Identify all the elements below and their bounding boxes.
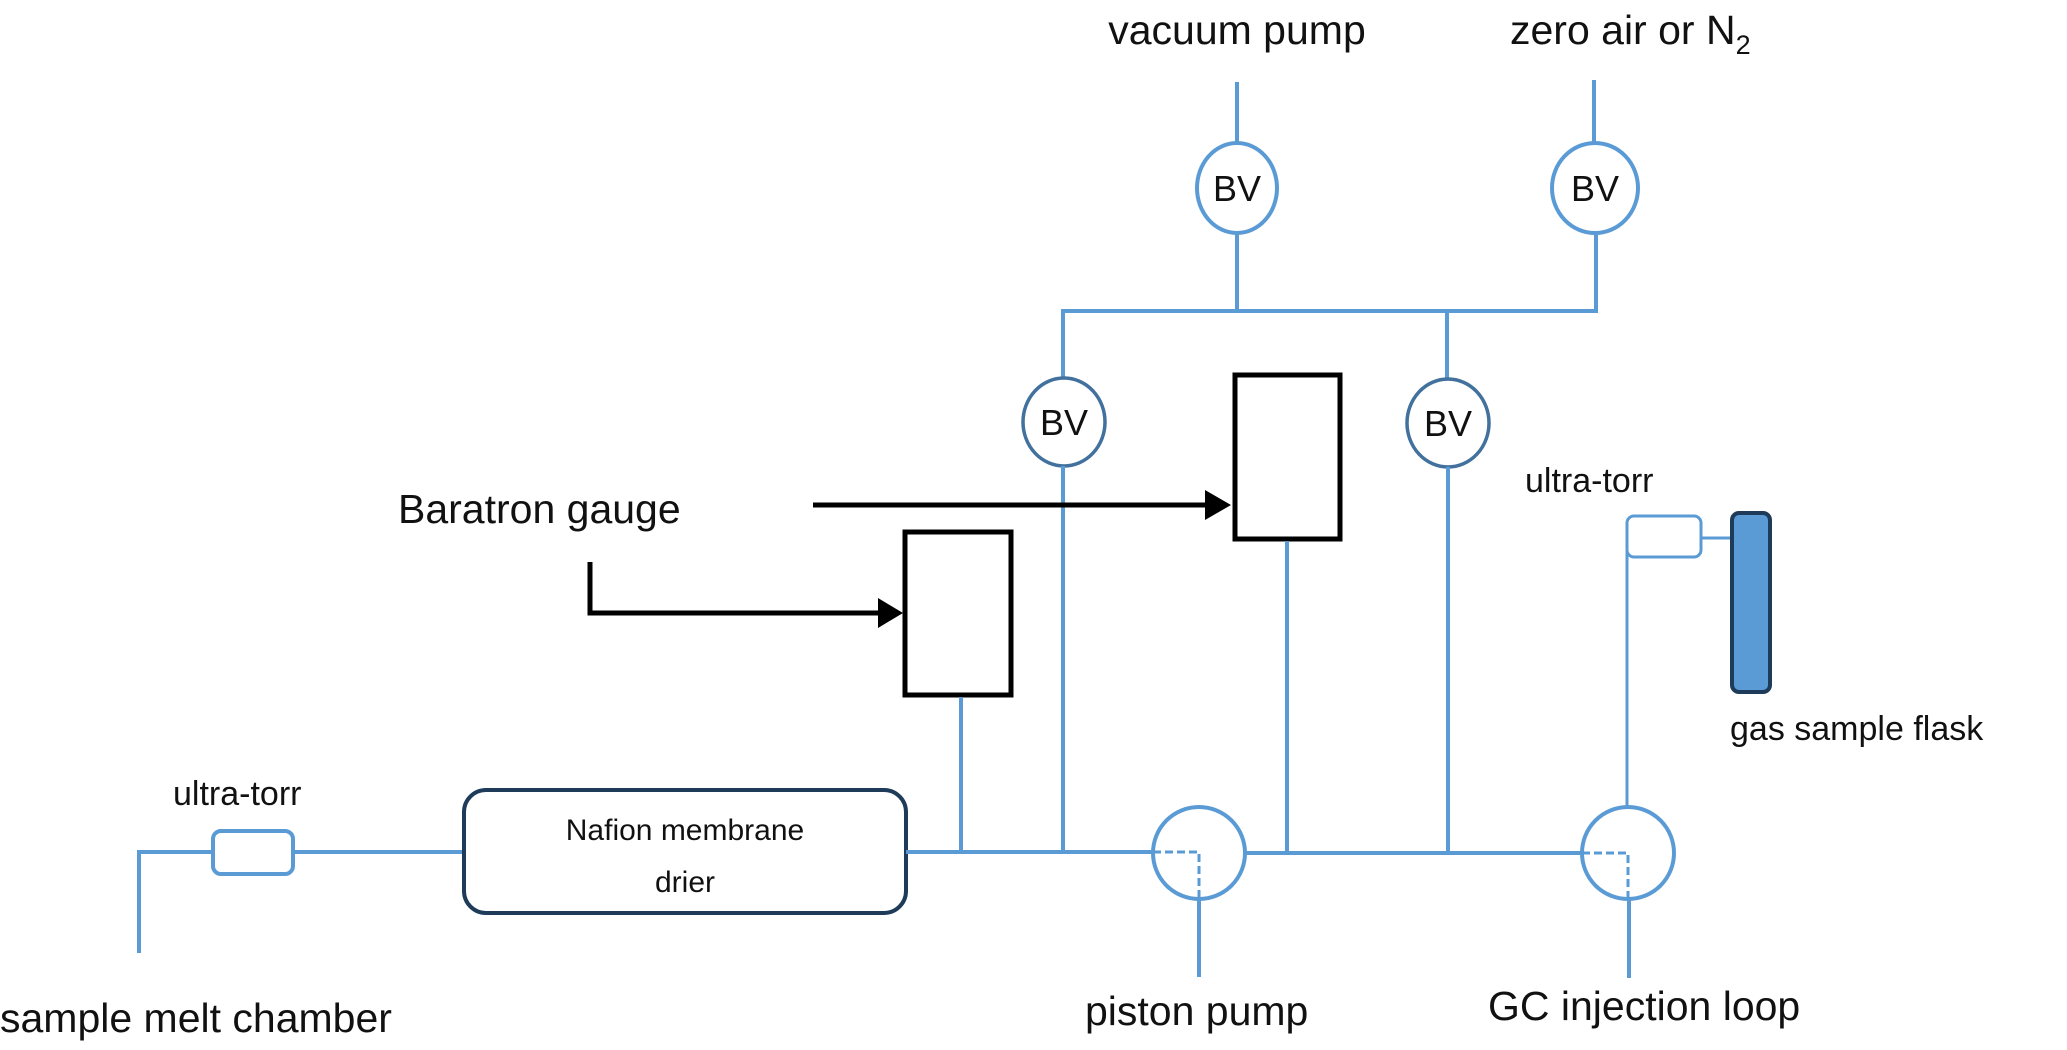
baratron-gauge-1	[902, 529, 1014, 698]
gas-sample-flask	[1730, 511, 1772, 694]
pipe-zero-air-to-manifold	[1063, 234, 1598, 313]
baratron-gauge-2	[1232, 372, 1343, 542]
valve-gc-injection[interactable]	[1580, 805, 1676, 901]
valve-flow-path	[1153, 850, 1201, 899]
label-ultra-torr-right: ultra-torr	[1525, 462, 1653, 500]
valve-label: BV	[1571, 168, 1619, 209]
arrowhead-icon	[1205, 490, 1231, 520]
label-zero-air-subscript: 2	[1736, 30, 1751, 60]
valve-bv-left[interactable]: BV	[1021, 376, 1107, 468]
valve-label: BV	[1424, 403, 1472, 444]
valve-circle	[1550, 141, 1640, 235]
ultra-torr-right	[1625, 514, 1703, 559]
arrow-to-gauge-1	[587, 562, 903, 628]
valve-flow-path	[1582, 851, 1630, 899]
label-zero-air-main: zero air or N	[1510, 7, 1736, 53]
valve-bv-vacuum[interactable]: BV	[1195, 141, 1279, 235]
valve-circle	[1195, 141, 1279, 235]
drier-label-line2: drier	[655, 866, 715, 899]
label-zero-air: zero air or N2	[1510, 7, 1751, 60]
valve-bv-zero-air[interactable]: BV	[1550, 141, 1640, 235]
label-gas-sample-flask: gas sample flask	[1730, 710, 1984, 748]
label-gc-injection-loop: GC injection loop	[1488, 983, 1800, 1029]
drier-label-line1: Nafion membrane	[566, 814, 804, 847]
label-sample-melt-chamber: sample melt chamber	[0, 995, 392, 1041]
arrowhead-icon	[878, 598, 903, 628]
label-ultra-torr-left: ultra-torr	[173, 775, 301, 813]
nafion-membrane-drier: Nafion membrane drier	[462, 788, 908, 915]
label-vacuum-pump: vacuum pump	[1108, 7, 1366, 53]
valve-bv-right[interactable]: BV	[1405, 377, 1491, 469]
valve-piston-pump[interactable]	[1151, 805, 1247, 901]
label-baratron-gauge: Baratron gauge	[398, 486, 681, 532]
valve-label: BV	[1040, 402, 1088, 443]
arrow-to-gauge-2	[813, 490, 1231, 520]
valve-label: BV	[1213, 168, 1261, 209]
label-piston-pump: piston pump	[1085, 988, 1308, 1034]
arrow-shaft	[587, 562, 880, 616]
ultra-torr-left	[211, 829, 295, 876]
pipe-melt-chamber	[137, 850, 213, 953]
